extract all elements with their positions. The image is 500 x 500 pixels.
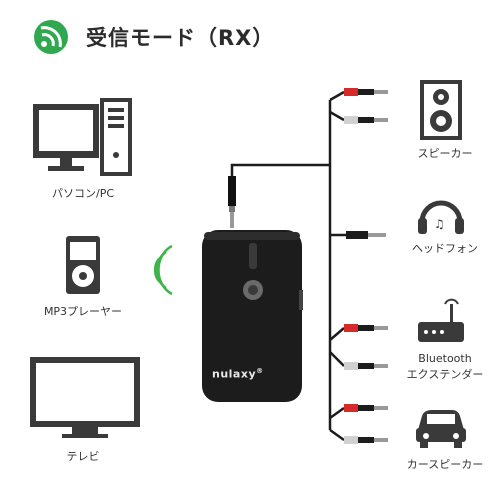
output-label-speaker: スピーカー	[417, 147, 473, 160]
brand-name: nulaxy	[212, 367, 257, 381]
car-icon	[416, 410, 466, 448]
output-label-router-1: Bluetooth	[418, 352, 472, 365]
output-label-car: カースピーカー	[406, 458, 484, 471]
mp3-player-icon	[66, 236, 100, 294]
aux-plug	[228, 163, 330, 228]
headphones-icon: ♫	[418, 200, 464, 234]
aux-cable-headphones	[330, 231, 386, 239]
computer-icon	[33, 98, 132, 176]
output-label-headphones: ヘッドフォン	[412, 242, 478, 255]
page-title: 受信モード（RX）	[86, 26, 275, 50]
rca-cables-router	[329, 324, 388, 370]
rca-cables-car	[329, 404, 388, 444]
source-label-mp3: MP3プレーヤー	[43, 305, 123, 318]
tv-icon	[30, 357, 140, 438]
rca-cables-speaker	[329, 88, 388, 124]
svg-text:♫: ♫	[434, 217, 445, 231]
device-brand: nulaxy®	[212, 367, 264, 381]
source-label-pc: パソコン/PC	[51, 187, 115, 200]
speaker-icon	[420, 80, 462, 140]
wireless-rx-icon	[34, 20, 68, 54]
source-label-tv: テレビ	[66, 450, 100, 463]
signal-waves	[153, 244, 173, 296]
output-label-router-2: エクステンダー	[406, 368, 484, 381]
router-icon	[418, 298, 464, 342]
receiver-device	[202, 230, 303, 402]
brand-registered: ®	[256, 367, 264, 375]
